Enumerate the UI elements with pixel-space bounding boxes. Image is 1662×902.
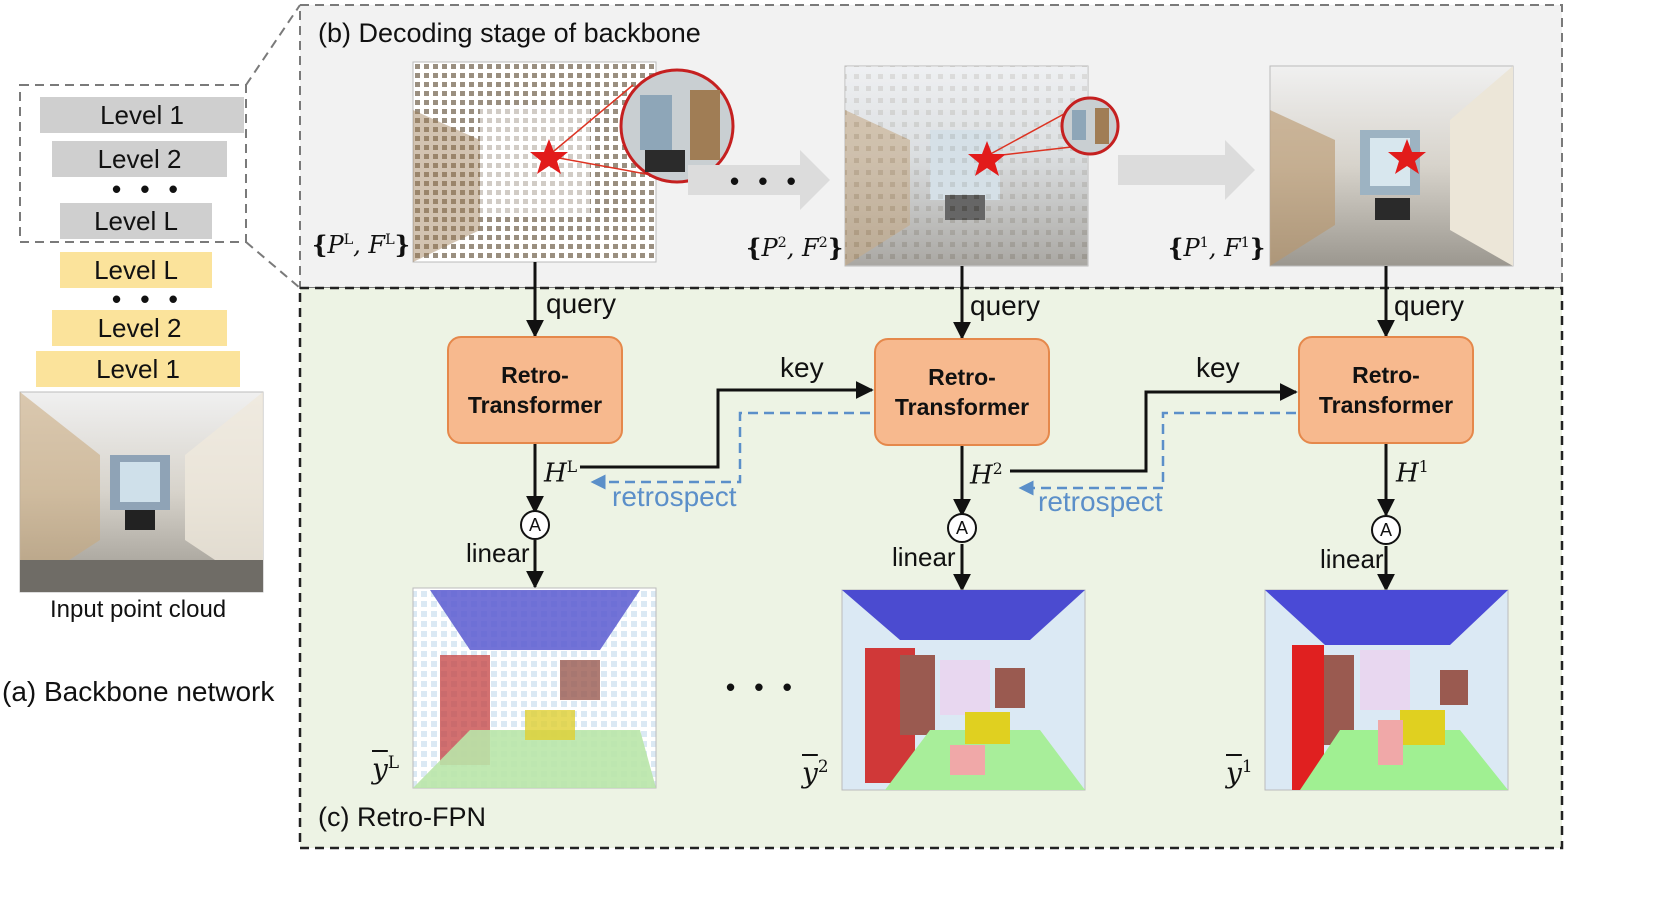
block-line1: Retro-: [1352, 362, 1420, 388]
key-connector-1: [580, 381, 874, 469]
decoding-ellipsis: • • •: [730, 166, 802, 196]
query-label-1: query: [1394, 290, 1465, 321]
star-marker-2: [968, 141, 1006, 176]
output-ellipsis: • • •: [726, 672, 798, 702]
output-label-1: y1: [1226, 756, 1253, 790]
key-label-1: key: [780, 352, 824, 383]
linear-label-2: linear: [892, 542, 956, 572]
backbone-caption: (a) Backbone network: [2, 676, 275, 707]
retrospect-label-1: retrospect: [612, 481, 737, 512]
progress-arrow-1: [688, 150, 830, 210]
encoder-level-2: Level 2: [52, 141, 227, 177]
output-image-1: [1264, 589, 1509, 791]
key-label-2: key: [1196, 352, 1240, 383]
linear-label-1: linear: [1320, 544, 1384, 574]
decoder-image-2: [844, 65, 1089, 267]
retro-transformer-2: Retro- Transformer: [874, 338, 1050, 446]
point-set-label-L: {PL, FL}: [312, 230, 411, 259]
query-label-2: query: [970, 290, 1041, 321]
block-line2: Transformer: [894, 394, 1030, 420]
aggregate-node-L: A: [520, 510, 550, 540]
point-set-label-1: {P1, F1}: [1168, 233, 1266, 262]
input-point-cloud-image: [19, 391, 264, 593]
star-marker-L: [530, 139, 568, 174]
decoder-level-2: Level 2: [52, 310, 227, 346]
progress-arrow-2: [1118, 140, 1255, 200]
block-line2: Transformer: [467, 392, 603, 418]
hidden-label-1: H1: [1396, 458, 1429, 489]
block-line1: Retro-: [501, 362, 569, 388]
retrospect-label-2: retrospect: [1038, 486, 1163, 517]
output-image-L: [412, 587, 657, 789]
block-line2: Transformer: [1318, 392, 1454, 418]
decoder-level-L: Level L: [60, 252, 212, 288]
decoder-image-L: [412, 61, 657, 263]
aggregate-node-2: A: [947, 513, 977, 543]
star-marker-1: [1388, 139, 1426, 174]
linear-label-L: linear: [466, 538, 530, 568]
decoder-level-1: Level 1: [36, 351, 240, 387]
block-line1: Retro-: [928, 364, 996, 390]
key-connector-2: [1010, 383, 1298, 473]
retrospect-connector-1: [590, 411, 870, 490]
retro-fpn-caption: (c) Retro-FPN: [318, 802, 486, 832]
decoder-ellipsis: • • •: [112, 284, 184, 314]
decoding-caption: (b) Decoding stage of backbone: [318, 18, 701, 48]
hidden-label-L: HL: [544, 458, 578, 489]
hidden-label-2: H2: [970, 460, 1003, 491]
output-image-2: [841, 589, 1086, 791]
encoder-level-L: Level L: [60, 203, 212, 239]
retrospect-connector-2: [1018, 411, 1296, 496]
decoder-image-1: [1269, 65, 1514, 267]
retro-transformer-L: Retro- Transformer: [447, 336, 623, 444]
output-label-2: y2: [802, 756, 829, 790]
input-caption: Input point cloud: [50, 596, 227, 623]
output-label-L: yL: [372, 752, 399, 786]
zoom-circle-2: [1060, 96, 1120, 156]
aggregate-node-1: A: [1371, 515, 1401, 545]
point-set-label-2: {P2, F2}: [746, 233, 844, 262]
encoder-ellipsis: • • •: [112, 174, 184, 204]
encoder-level-1: Level 1: [40, 97, 244, 133]
retro-transformer-1: Retro- Transformer: [1298, 336, 1474, 444]
query-label-L: query: [546, 288, 617, 319]
encoder-levels-box: [19, 84, 247, 243]
